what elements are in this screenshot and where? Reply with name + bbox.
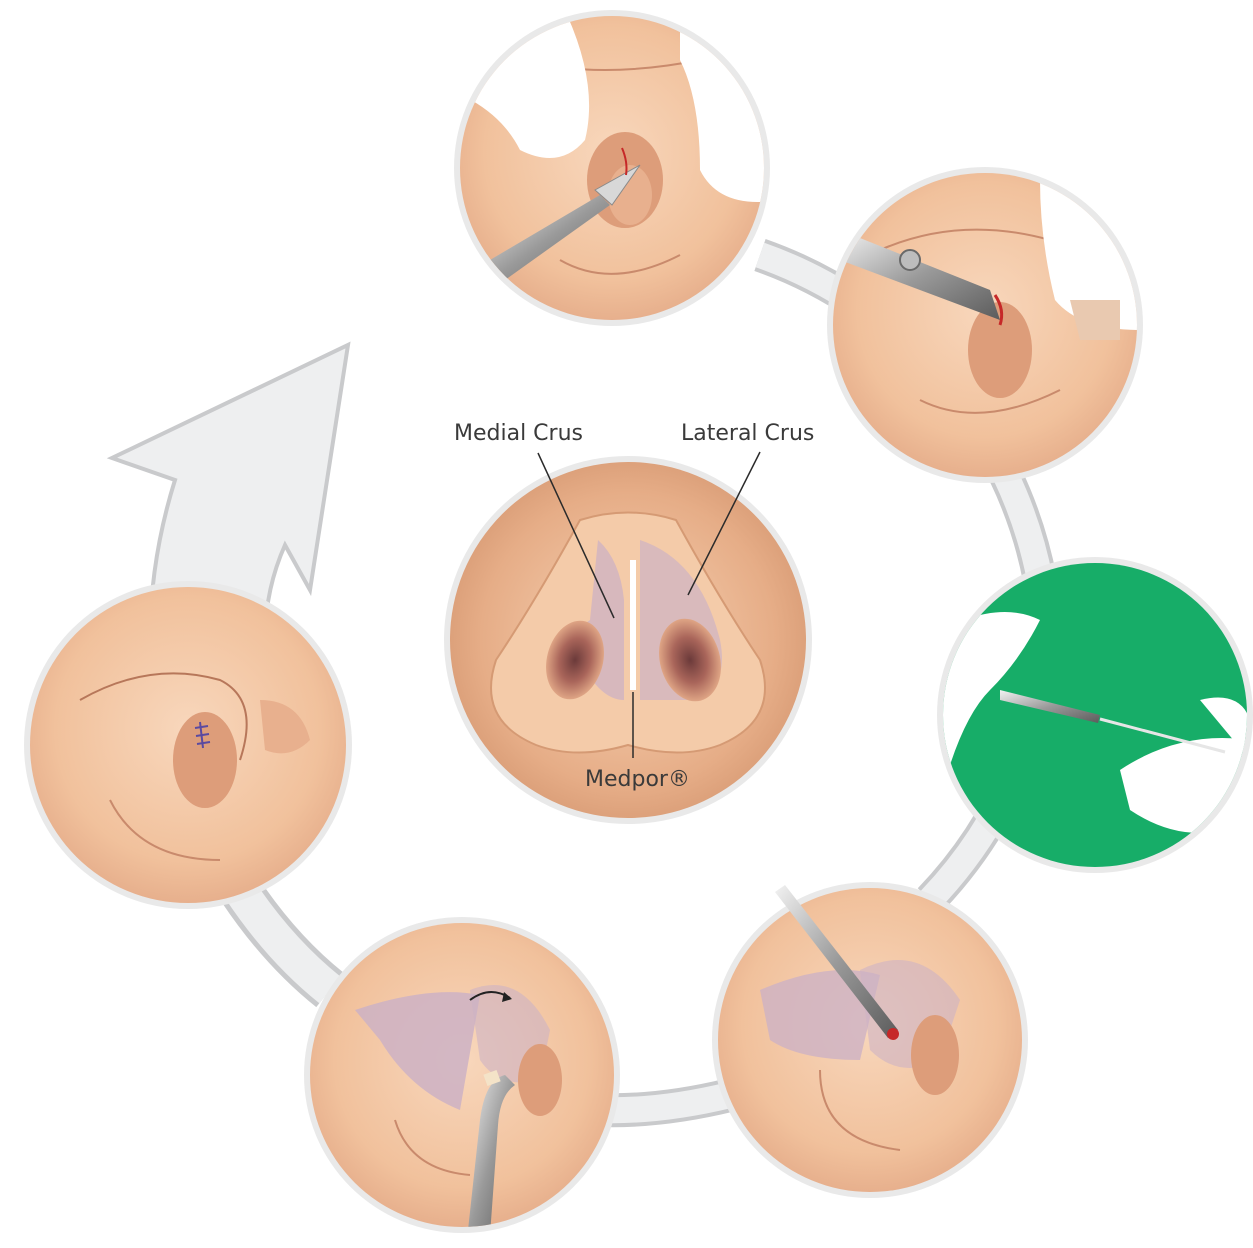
step-implant-positioning-circle (304, 917, 620, 1235)
medpor-label: Medpor® (585, 767, 690, 792)
step-implant-insertion-circle (712, 882, 1028, 1198)
medpor-implant (630, 560, 636, 690)
step-implant-preparation-circle (937, 557, 1253, 873)
step-dissection-circle (827, 167, 1143, 483)
lateral-crus-label: Lateral Crus (681, 421, 814, 446)
medial-crus-label: Medial Crus (454, 421, 583, 446)
step-closure-circle (24, 581, 352, 909)
step-incision-circle (450, 0, 780, 326)
